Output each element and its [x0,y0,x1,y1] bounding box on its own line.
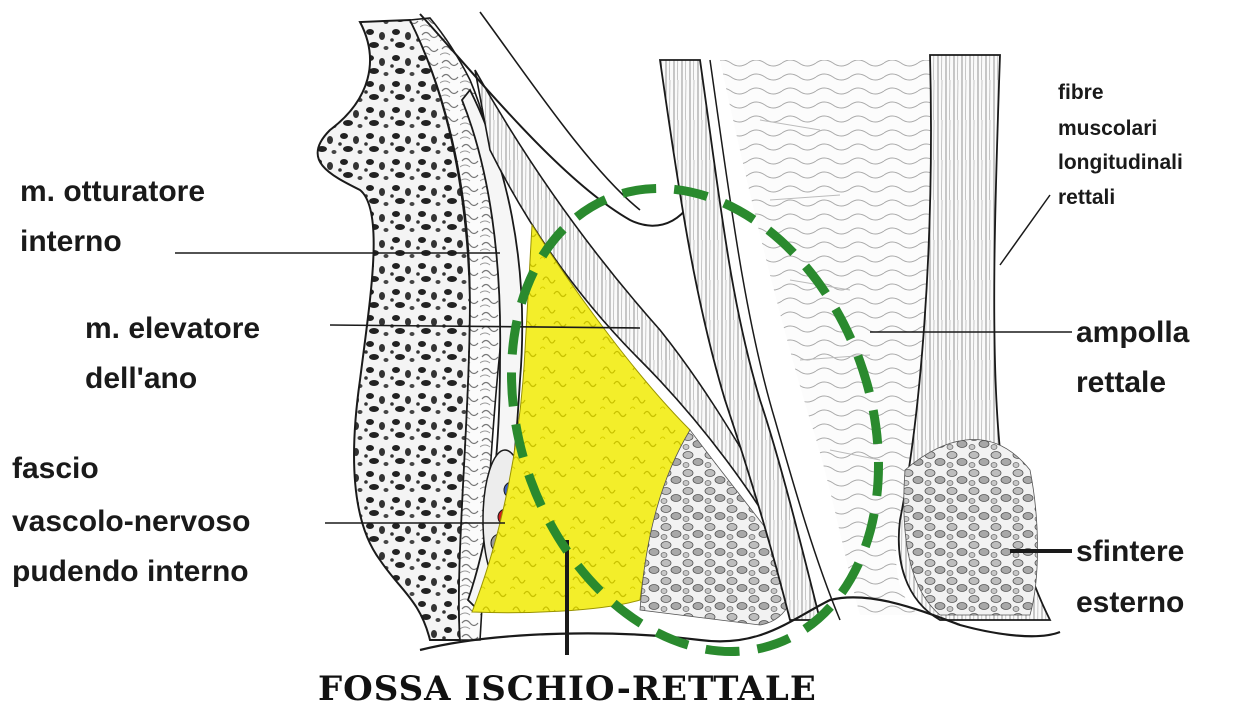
external-sphincter-right [904,440,1038,615]
label-sfintere-line2: esterno [1076,588,1184,618]
label-fascio-line3: pudendo interno [12,557,249,587]
label-fibre-line4: rettali [1058,187,1115,208]
label-fascio-line2: vascolo-nervoso [12,507,250,537]
label-elevatore-line1: m. elevatore [85,314,260,344]
leader-fibre [1000,195,1050,265]
label-fibre-line1: fibre [1058,82,1104,103]
label-otturatore-line2: interno [20,227,122,257]
label-ampolla-line2: rettale [1076,368,1166,398]
label-fascio-line1: fascio [12,454,99,484]
label-sfintere-line1: sfintere [1076,537,1184,567]
label-ampolla-line1: ampolla [1076,318,1189,348]
label-elevatore-line2: dell'ano [85,364,197,394]
label-fibre-line2: muscolari [1058,118,1157,139]
label-fibre-line3: longitudinali [1058,152,1183,173]
label-fossa-ischio-rettale: FOSSA ISCHIO-RETTALE [318,672,817,706]
label-otturatore-line1: m. otturatore [20,177,205,207]
